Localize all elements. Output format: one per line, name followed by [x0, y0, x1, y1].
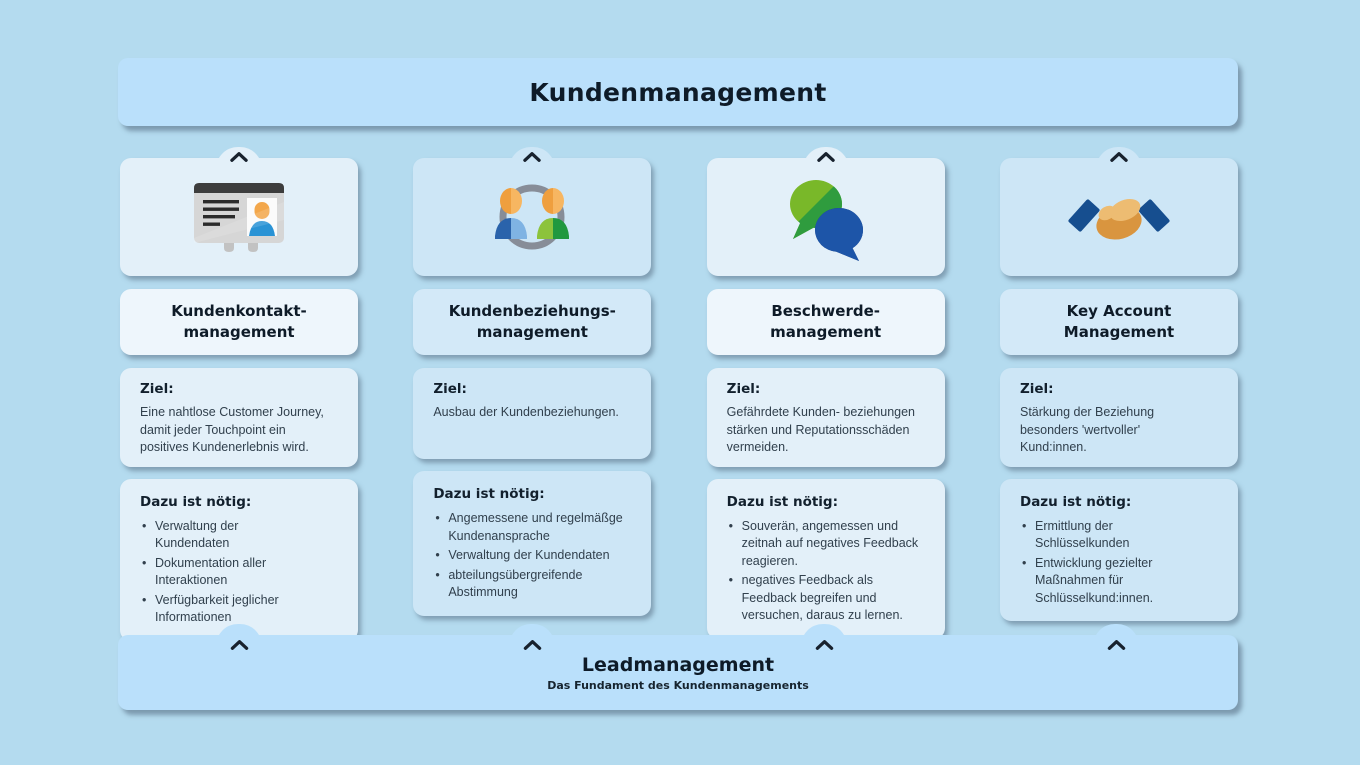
- chevron-up-icon: [230, 640, 249, 650]
- handshake-icon: [1068, 198, 1170, 240]
- icon-card: [706, 152, 945, 276]
- chevron-up-icon: [523, 640, 541, 650]
- ziel-label: Ziel:: [1019, 381, 1054, 397]
- dazu-card: Dazu ist nötig: Souverän, angemessen und…: [706, 478, 945, 639]
- ziel-card: Ziel: Gefährdete Kunden- beziehungen stä…: [706, 368, 945, 467]
- column-title: Beschwerde- management: [770, 302, 882, 341]
- column-title: Kundenbeziehungs- management: [448, 302, 616, 341]
- footer-subtitle: Das Fundament des Kundenmanagements: [547, 678, 809, 692]
- dazu-card: Dazu ist nötig: Verwaltung der Kundendat…: [120, 478, 358, 641]
- column-title: Key Account Management: [1063, 302, 1175, 341]
- speech-bubbles-icon: [789, 180, 863, 261]
- bullet-item: Ermittlung der Schlüsselkunden: [1020, 518, 1226, 553]
- page-title: Kundenmanagement: [529, 77, 827, 107]
- bullet-item: Verwaltung der Kundendaten: [140, 518, 346, 553]
- chevron-up-icon: [1110, 152, 1128, 162]
- bullet-item: abteilungsübergreifende Abstimmung: [433, 567, 639, 602]
- column-key-account: Key Account Management Ziel: Stärkung de…: [999, 147, 1238, 641]
- bullet-item: Souverän, angemessen und zeitnah auf neg…: [727, 518, 933, 571]
- column-beschwerde: Beschwerde- management Ziel: Gefährdete …: [706, 147, 945, 641]
- people-cycle-icon: [495, 184, 570, 250]
- chevron-up-icon: [816, 152, 835, 162]
- ziel-label: Ziel:: [140, 381, 174, 397]
- footer-bar: Leadmanagement Das Fundament des Kundenm…: [118, 624, 1238, 710]
- column-title-card: Beschwerde- management: [706, 289, 945, 355]
- bullet-list: Souverän, angemessen und zeitnah auf neg…: [727, 518, 933, 625]
- ziel-card: Ziel: Stärkung der Beziehung besonders '…: [999, 368, 1238, 467]
- bullet-list: Ermittlung der Schlüsselkunden Entwicklu…: [1020, 518, 1226, 608]
- icon-card: [413, 152, 652, 276]
- bullet-list: Angemessene und regelmäßge Kundenansprac…: [433, 510, 639, 602]
- dazu-card: Dazu ist nötig: Ermittlung der Schlüssel…: [999, 478, 1238, 621]
- columns-row: Kundenkontakt- management Ziel: Eine nah…: [120, 147, 1238, 641]
- chevron-up-icon: [815, 640, 834, 650]
- icon-card: [120, 152, 358, 276]
- footer-hump: [508, 624, 555, 646]
- bullet-item: Verwaltung der Kundendaten: [433, 547, 639, 565]
- bullet-item: Verfügbarkeit jeglicher Informationen: [140, 592, 346, 627]
- bullet-item: Angemessene und regelmäßge Kundenansprac…: [433, 510, 639, 545]
- column-kundenkontakt: Kundenkontakt- management Ziel: Eine nah…: [120, 147, 358, 641]
- chevron-up-icon: [523, 152, 542, 162]
- footer-hump: [801, 624, 848, 646]
- icon-card: [999, 152, 1238, 276]
- column-title: Kundenkontakt- management: [171, 302, 307, 341]
- footer-hump: [1093, 624, 1140, 646]
- header-bar: Kundenmanagement: [118, 58, 1238, 126]
- ziel-text: Eine nahtlose Customer Journey, damit je…: [140, 405, 324, 454]
- footer-hump: [215, 624, 262, 646]
- ziel-text: Ausbau der Kundenbeziehungen.: [433, 405, 619, 419]
- dazu-card: Dazu ist nötig: Angemessene und regelmäß…: [413, 471, 652, 616]
- column-title-card: Key Account Management: [999, 289, 1238, 355]
- bullet-item: Entwicklung gezielter Maßnahmen für Schl…: [1020, 555, 1226, 608]
- ziel-label: Ziel:: [433, 381, 467, 397]
- dazu-label: Dazu ist nötig:: [1019, 493, 1132, 510]
- column-title-card: Kundenkontakt- management: [120, 289, 358, 355]
- bullet-list: Verwaltung der Kundendaten Dokumentation…: [140, 518, 346, 627]
- ziel-card: Ziel: Eine nahtlose Customer Journey, da…: [120, 368, 358, 467]
- column-title-card: Kundenbeziehungs- management: [413, 289, 652, 355]
- ziel-text: Stärkung der Beziehung besonders 'wertvo…: [1019, 405, 1155, 454]
- contact-card-icon: [194, 183, 284, 252]
- footer-title: Leadmanagement: [581, 653, 775, 676]
- chevron-up-icon: [1108, 640, 1126, 650]
- bullet-item: Dokumentation aller Interaktionen: [140, 555, 346, 590]
- dazu-label: Dazu ist nötig:: [726, 493, 838, 510]
- dazu-label: Dazu ist nötig:: [140, 493, 252, 510]
- ziel-card: Ziel: Ausbau der Kundenbeziehungen.: [413, 368, 652, 459]
- bullet-item: negatives Feedback als Feedback begreife…: [727, 572, 933, 625]
- ziel-text: Gefährdete Kunden- beziehungen stärken u…: [726, 405, 915, 454]
- dazu-label: Dazu ist nötig:: [433, 486, 545, 502]
- ziel-label: Ziel:: [726, 381, 761, 397]
- column-kundenbeziehung: Kundenbeziehungs- management Ziel: Ausba…: [413, 147, 652, 641]
- chevron-up-icon: [230, 152, 248, 162]
